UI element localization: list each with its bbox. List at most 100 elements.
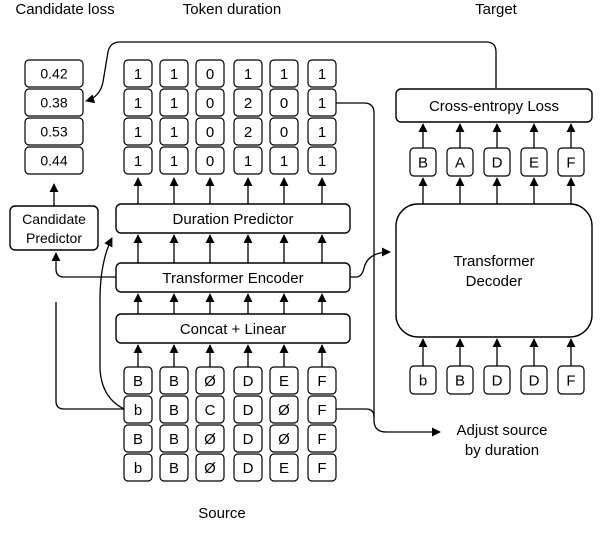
- duration-cell: 0: [195, 88, 225, 117]
- decoder-input-token-cell: D: [520, 365, 548, 395]
- decoder-input-token-cell: b: [409, 365, 437, 395]
- source-cell-text: B: [169, 431, 179, 448]
- source-cell-text: E: [279, 460, 289, 477]
- encoder-to-candidate-predictor-arrow: [51, 252, 116, 278]
- source-cell: b: [123, 395, 153, 424]
- source-cell: B: [123, 366, 153, 395]
- duration-cell-text: 1: [134, 124, 142, 141]
- source-cell: Ø: [269, 395, 299, 424]
- source-cell-text: D: [243, 373, 254, 390]
- candidate-loss-cell-text: 0.38: [40, 95, 67, 111]
- source-cell: E: [269, 453, 299, 482]
- duration-cell: 1: [307, 88, 337, 117]
- duration-cell-text: 1: [134, 153, 142, 170]
- source-cell: b: [123, 453, 153, 482]
- duration-cell-text: 1: [170, 153, 178, 170]
- source-cell: B: [159, 395, 189, 424]
- source-cell: B: [159, 453, 189, 482]
- source-cell-text: E: [279, 373, 289, 390]
- duration-cell-text: 1: [318, 66, 326, 83]
- duration-cell: 1: [307, 59, 337, 88]
- source-cell-text: F: [317, 402, 326, 419]
- duration-cell: 2: [233, 117, 263, 146]
- transformer-decoder-label-line1: Transformer: [453, 253, 534, 270]
- source-cell: D: [233, 395, 263, 424]
- duration-cell-text: 1: [170, 66, 178, 83]
- source-cell: Ø: [195, 424, 225, 453]
- duration-cell: 1: [307, 117, 337, 146]
- decoder-input-token-cell: B: [446, 365, 474, 395]
- duration-cell: 1: [159, 117, 189, 146]
- source-cell-text: Ø: [278, 431, 290, 448]
- duration-cell-text: 0: [206, 66, 214, 83]
- duration-cell: 0: [269, 117, 299, 146]
- source-cell-text: Ø: [278, 402, 290, 419]
- source-cell-text: C: [205, 402, 216, 419]
- source-cell-text: D: [243, 460, 254, 477]
- duration-cell-text: 1: [318, 124, 326, 141]
- target-token-cell-text: D: [492, 154, 503, 171]
- source-header: Source: [198, 505, 246, 522]
- adjust-source-label-line1: Adjust source: [457, 422, 548, 439]
- source-cell: F: [307, 395, 337, 424]
- candidate-loss-cell: 0.44: [24, 146, 84, 175]
- candidate-loss-cell: 0.42: [24, 59, 84, 88]
- duration-cell-text: 0: [280, 95, 288, 112]
- loss-feedback-arrow: [85, 41, 497, 104]
- duration-cell-text: 0: [206, 124, 214, 141]
- source-cell: D: [233, 453, 263, 482]
- duration-cell-text: 0: [206, 153, 214, 170]
- duration-cell: 0: [195, 146, 225, 175]
- duration-cell: 0: [195, 59, 225, 88]
- encoder-to-decoder-arrow: [350, 247, 391, 278]
- duration-cell: 1: [307, 146, 337, 175]
- source-cell-text: B: [133, 431, 143, 448]
- target-token-cell: F: [557, 147, 585, 177]
- duration-cell-text: 1: [170, 124, 178, 141]
- duration-cell-text: 1: [134, 95, 142, 112]
- duration-cell-text: 1: [280, 66, 288, 83]
- duration-cell-text: 1: [318, 95, 326, 112]
- concat-linear-block: Concat + Linear: [115, 313, 351, 344]
- source-cell: D: [233, 424, 263, 453]
- duration-cell: 2: [233, 88, 263, 117]
- duration-cell: 1: [233, 59, 263, 88]
- duration-cell-text: 2: [244, 95, 252, 112]
- source-cell: B: [123, 424, 153, 453]
- source-cell-text: Ø: [204, 460, 216, 477]
- source-cell: D: [233, 366, 263, 395]
- transformer-decoder-block: Transformer Decoder: [395, 203, 593, 338]
- source-cell: Ø: [269, 424, 299, 453]
- duration-predictor-label: Duration Predictor: [173, 211, 294, 228]
- target-token-cell-text: A: [455, 154, 465, 171]
- duration-cell: 1: [123, 88, 153, 117]
- source-cell: E: [269, 366, 299, 395]
- duration-cell: 0: [195, 117, 225, 146]
- grid-arrows: [133, 123, 576, 367]
- source-cell: B: [159, 424, 189, 453]
- duration-cell-text: 1: [280, 153, 288, 170]
- decoder-input-token-cell-text: F: [566, 372, 575, 389]
- source-cell-text: B: [169, 402, 179, 419]
- decoder-input-token-cell-text: D: [529, 372, 540, 389]
- decoder-input-token-cell-text: D: [492, 372, 503, 389]
- candidate-loss-cell: 0.38: [24, 88, 84, 117]
- target-token-cell: B: [409, 147, 437, 177]
- duration-cell: 1: [233, 146, 263, 175]
- target-token-cell: D: [483, 147, 511, 177]
- source-cell-text: Ø: [204, 373, 216, 390]
- source-cell-text: B: [169, 373, 179, 390]
- duration-cell-text: 0: [280, 124, 288, 141]
- source-cell-text: F: [317, 373, 326, 390]
- duration-cell: 1: [123, 59, 153, 88]
- target-token-cell: A: [446, 147, 474, 177]
- source-cell: B: [159, 366, 189, 395]
- source-cell: C: [195, 395, 225, 424]
- target-token-cell-text: F: [566, 154, 575, 171]
- target-header: Target: [475, 1, 518, 18]
- decoder-input-token-cell: F: [557, 365, 585, 395]
- duration-cell: 1: [159, 88, 189, 117]
